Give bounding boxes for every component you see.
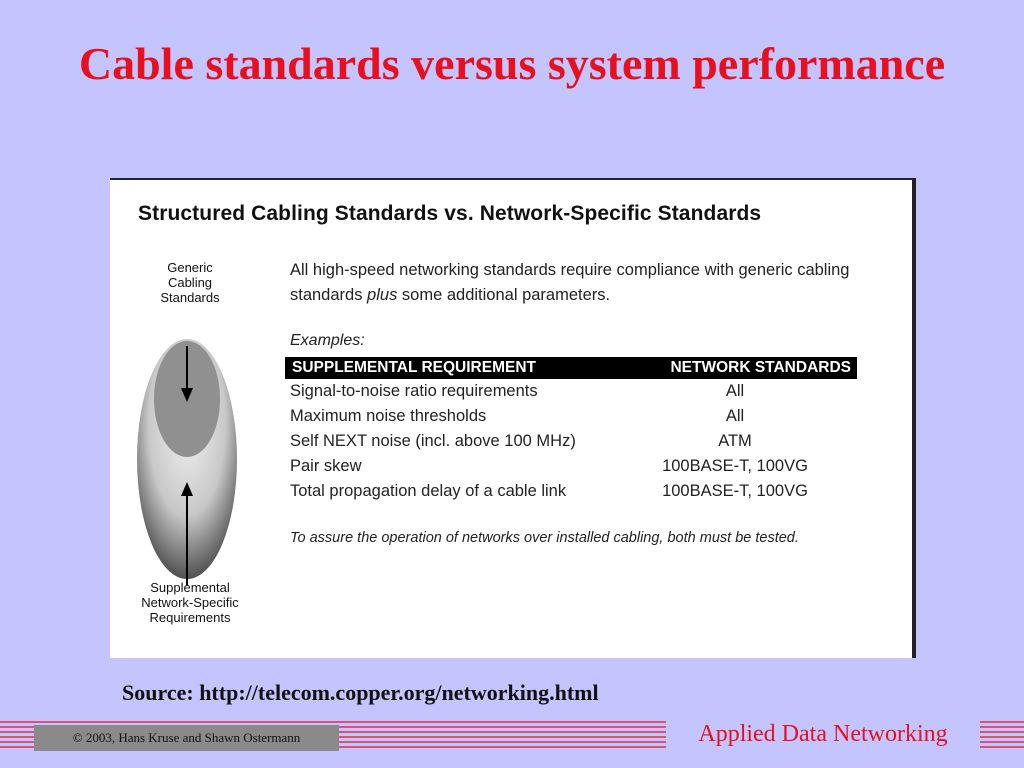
intro-text: All high-speed networking standards requ… xyxy=(290,261,850,304)
footer-brand: Applied Data Networking xyxy=(666,719,980,749)
slide-title: Cable standards versus system performanc… xyxy=(78,38,946,89)
requirement-cell: Total propagation delay of a cable link xyxy=(290,482,567,500)
diagram-top-label: Generic Cabling Standards xyxy=(135,260,245,305)
cabling-diagram: Generic Cabling Standards Supplemental N… xyxy=(135,250,245,640)
intro-paragraph: All high-speed networking standards requ… xyxy=(290,258,890,308)
diagram-top-label-line: Cabling xyxy=(167,275,213,290)
table-row: Maximum noise thresholds All xyxy=(285,404,857,429)
figure-panel: Structured Cabling Standards vs. Network… xyxy=(110,178,916,658)
standards-cell: ATM xyxy=(718,432,752,450)
diagram-bottom-label-line: Requirements xyxy=(149,610,231,625)
table-row: Pair skew 100BASE-T, 100VG xyxy=(285,454,857,479)
header-supplemental-requirement: SUPPLEMENTAL REQUIREMENT xyxy=(292,359,536,376)
diagram-top-label-line: Standards xyxy=(160,290,220,305)
diagram-bottom-label-line: Network-Specific xyxy=(141,595,239,610)
up-arrow-head xyxy=(181,482,193,496)
standards-cell: 100BASE-T, 100VG xyxy=(662,482,808,500)
requirements-table: SUPPLEMENTAL REQUIREMENT NETWORK STANDAR… xyxy=(285,357,857,504)
requirement-cell: Signal-to-noise ratio requirements xyxy=(290,382,538,400)
standards-cell: All xyxy=(725,382,745,400)
diagram-bottom-label-line: Supplemental xyxy=(150,580,230,595)
source-citation: Source: http://telecom.copper.org/networ… xyxy=(122,680,599,705)
requirement-cell: Pair skew xyxy=(290,457,362,475)
testing-note: To assure the operation of networks over… xyxy=(290,530,799,546)
requirement-cell: Self NEXT noise (incl. above 100 MHz) xyxy=(290,432,576,450)
diagram-top-label-line: Generic xyxy=(167,260,213,275)
table-row: Signal-to-noise ratio requirements All xyxy=(285,379,857,404)
standards-cell: 100BASE-T, 100VG xyxy=(662,457,808,475)
requirement-cell: Maximum noise thresholds xyxy=(290,407,487,425)
intro-text-end: some additional parameters. xyxy=(397,286,611,304)
header-network-standards: NETWORK STANDARDS xyxy=(670,359,851,376)
ellipse-diagram xyxy=(137,339,237,586)
intro-emphasis: plus xyxy=(367,286,398,304)
footer-copyright: © 2003, Hans Kruse and Shawn Ostermann xyxy=(34,725,339,751)
standards-cell: All xyxy=(725,407,745,425)
down-arrow-head xyxy=(181,388,193,402)
table-row: Self NEXT noise (incl. above 100 MHz) AT… xyxy=(285,429,857,454)
examples-label: Examples: xyxy=(290,332,365,349)
diagram-bottom-label: Supplemental Network-Specific Requiremen… xyxy=(135,580,245,625)
table-row: Total propagation delay of a cable link … xyxy=(285,479,857,504)
table-header: SUPPLEMENTAL REQUIREMENT NETWORK STANDAR… xyxy=(285,357,857,379)
figure-title: Structured Cabling Standards vs. Network… xyxy=(138,202,762,225)
